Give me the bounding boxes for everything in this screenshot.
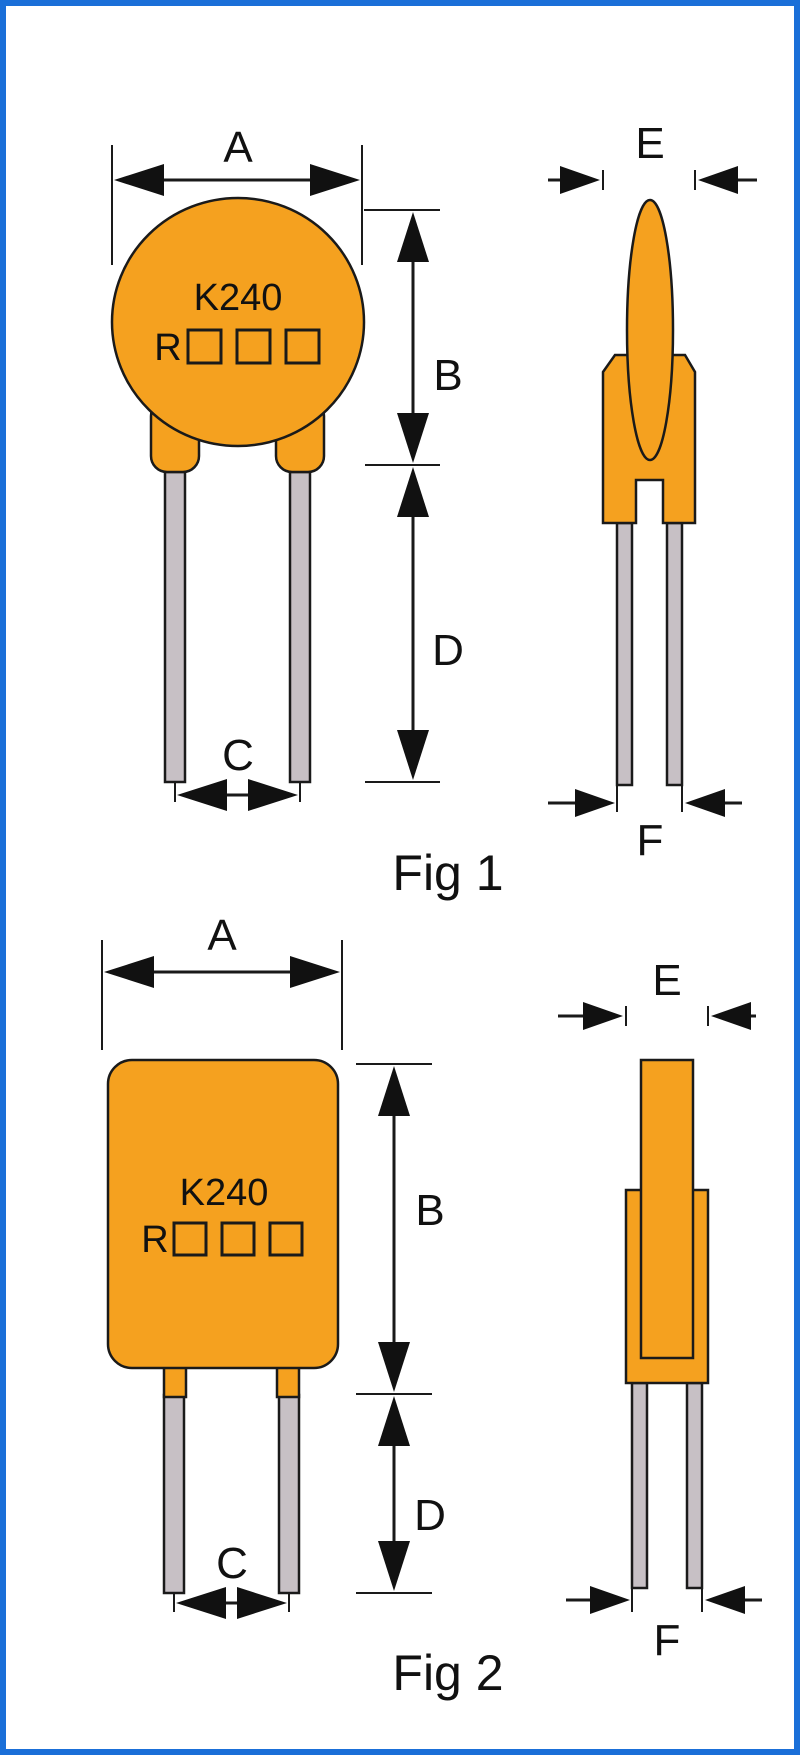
fig2-marking-box [220,1221,256,1257]
dimension-label-f: F [637,816,664,865]
dimension-label-a: A [223,123,253,172]
dimension-label-e: E [635,119,664,168]
fig1-marking-line1: K240 [194,277,283,319]
fig1-marking-box [186,328,223,365]
fig1-dimension-a: A [111,123,363,265]
fig1-side-left-lead [615,521,634,787]
fig2-dimension-c: C [173,1539,290,1619]
fig2-side-view [624,1058,710,1590]
fig2-side-right-lead [685,1381,704,1590]
fig2-marking-box [268,1221,304,1257]
fig1-front-view: K240 R [110,196,366,784]
fig2-dimension-f: F [566,1586,762,1665]
fig2-rect-body [106,1058,340,1370]
dimension-label-d: D [432,626,464,675]
fig2-dimension-b-d: B D [356,1063,446,1594]
fig1-dimension-e: E [548,119,757,194]
dimension-label-c: C [222,731,254,780]
fig1-marking-box [235,328,272,365]
dimension-label-b: B [433,351,462,400]
fig1-side-disc [625,198,675,462]
fig2-dimension-a: A [101,911,343,1050]
fig1-dimension-b-d: B D [364,209,464,783]
fig2-front-view: K240 R [106,1058,340,1595]
figure-caption: Fig 1 [392,845,503,901]
fig1-dimension-c: C [174,731,301,811]
dimension-label-d: D [414,1491,446,1540]
dimension-label-c: C [216,1539,248,1588]
fig1-disc-body [110,196,366,448]
dimension-label-f: F [654,1616,681,1665]
dimension-label-e: E [652,956,681,1005]
fig1-left-lead [163,470,187,784]
dimension-label-b: B [415,1186,444,1235]
fig1-marking-box [284,328,321,365]
fig2-side-body [639,1058,695,1360]
fig2-right-lead [277,1393,301,1595]
fig2-marking-line1: K240 [180,1172,269,1214]
dimension-label-a: A [207,911,237,960]
fig1-side-view [601,198,697,787]
fig1-side-right-lead [665,521,684,787]
fig1-right-lead [288,470,312,784]
fig2-left-lead [162,1393,186,1595]
fig2-dimension-e: E [558,956,756,1030]
figure-caption: Fig 2 [392,1645,503,1701]
fig2-side-left-lead [630,1381,649,1590]
fig2-marking-box [172,1221,208,1257]
fig1-marking-prefix: R [154,327,181,369]
fig2-marking-prefix: R [141,1219,168,1261]
fig1-dimension-f: F [548,785,742,865]
